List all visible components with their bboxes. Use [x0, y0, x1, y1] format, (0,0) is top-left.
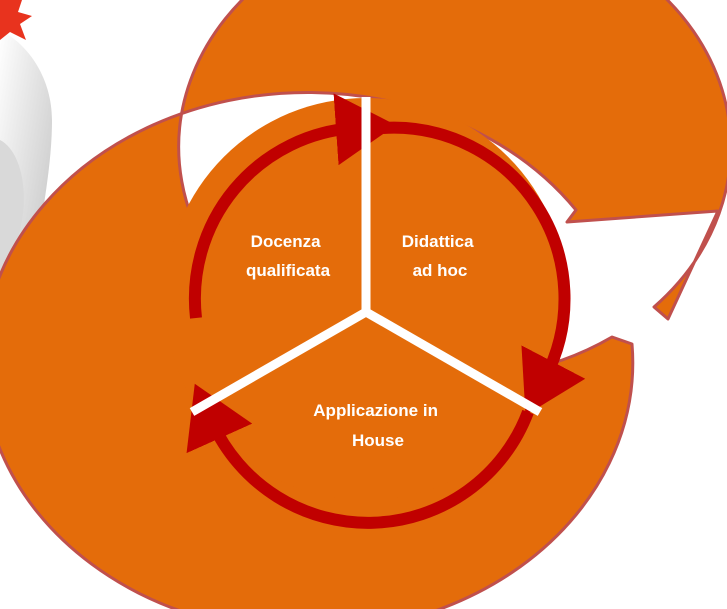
cycle-arrow-bottom	[186, 383, 534, 529]
segment-label-didattica: Didattica ad hoc	[402, 232, 479, 280]
segment-line: ad hoc	[413, 261, 468, 280]
segment-line: qualificata	[246, 261, 331, 280]
star-icon	[0, 0, 32, 40]
cycle-arrow-right	[382, 121, 586, 416]
segment-line: Docenza	[251, 232, 321, 251]
segment-label-docenza: Docenza qualificata	[246, 232, 331, 280]
figure-arm	[0, 140, 24, 275]
segment-label-applicazione: Applicazione in House	[313, 401, 442, 450]
divider-left	[189, 308, 369, 416]
divider-right	[363, 308, 543, 416]
segment-line: Didattica	[402, 232, 474, 251]
segment-line: House	[352, 431, 404, 450]
segment-line: Applicazione in	[313, 401, 438, 420]
dividers	[189, 97, 543, 416]
cycle-arrow-top	[188, 93, 396, 319]
